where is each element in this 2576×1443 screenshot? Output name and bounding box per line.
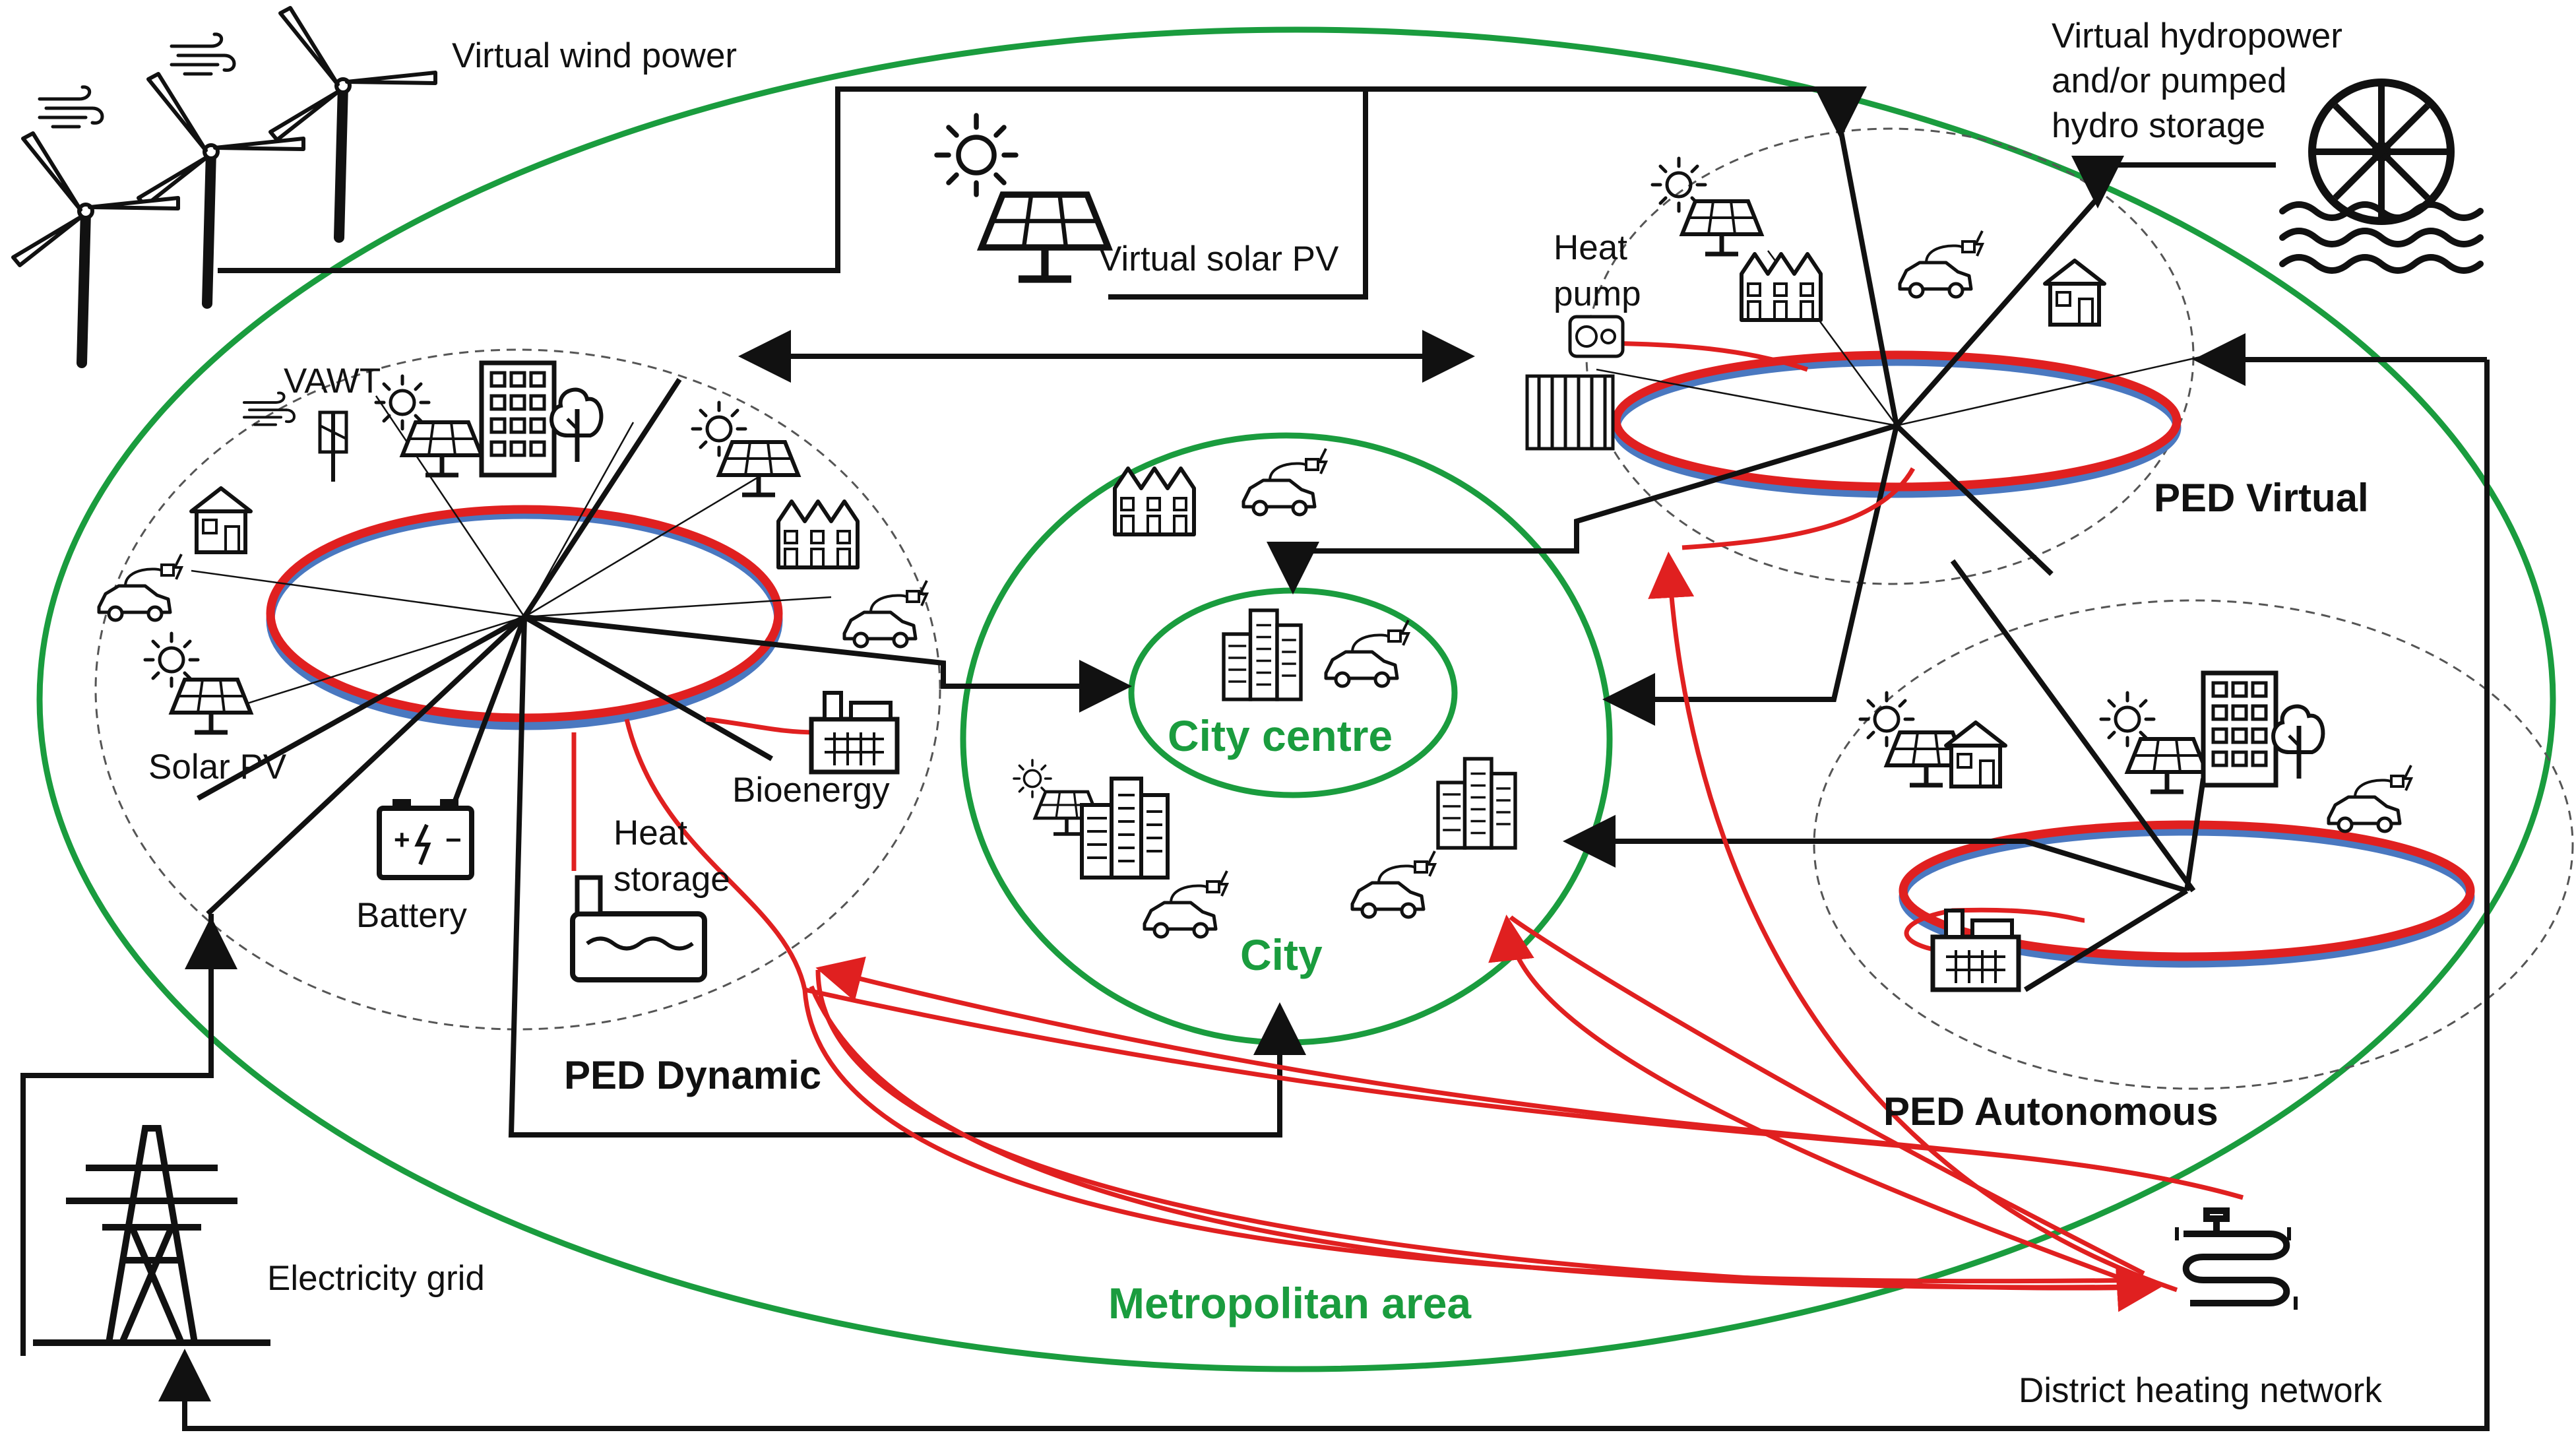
virtual-hydro-label-line3: hydro storage — [2052, 106, 2265, 145]
wind-turbine-icon — [270, 8, 435, 238]
solar-panel-icon — [982, 195, 1108, 279]
ped-dynamic-spokes — [191, 395, 832, 714]
virtual-wind-label: Virtual wind power — [452, 36, 737, 75]
virtual-hydro-label-line2: and/or pumped — [2052, 61, 2287, 100]
factory-icon — [1933, 911, 2019, 990]
radiator-icon — [1525, 374, 1615, 451]
electric-car-icon — [844, 581, 927, 647]
electric-car-icon — [1326, 620, 1408, 686]
battery-icon: + − — [377, 799, 474, 880]
hydro-wheel-icon — [2279, 79, 2484, 274]
solar-pv-label: Solar PV — [148, 748, 287, 786]
electric-car-icon — [1145, 871, 1227, 937]
electricity-grid-label: Electricity grid — [267, 1259, 485, 1298]
solar-panel-icon — [2127, 739, 2207, 792]
skyscrapers-icon — [1224, 610, 1301, 699]
solar-panel-icon — [402, 422, 482, 475]
heat-storage-label-line2: storage — [613, 860, 730, 899]
tree-icon — [2273, 707, 2323, 779]
skyscrapers-icon — [1438, 759, 1515, 848]
heat-storage-tank-icon — [570, 875, 707, 982]
electric-car-icon — [1900, 231, 1982, 297]
vawt-icon — [318, 410, 348, 482]
solar-panel-icon — [1682, 201, 1761, 254]
wind-turbine-icon — [13, 133, 178, 363]
ped-autonomous-boundary — [1813, 599, 2574, 1090]
sun-icon — [937, 115, 1016, 195]
heat-pump-label-line2: pump — [1554, 274, 1641, 313]
skyscrapers-icon — [1082, 779, 1168, 878]
city-centre-label: City centre — [1168, 711, 1393, 760]
ped-autonomous-label: PED Autonomous — [1883, 1089, 2218, 1134]
electric-car-icon — [2329, 765, 2411, 831]
terraced-houses-icon — [1742, 254, 1821, 320]
building-icon — [482, 363, 554, 475]
electric-car-icon — [1243, 449, 1326, 515]
bioenergy-label: Bioenergy — [732, 771, 890, 810]
electric-car-icon — [99, 554, 181, 620]
wind-gust-icon — [40, 87, 102, 127]
svg-text:−: − — [445, 824, 462, 855]
district-heating-pipes-icon — [2175, 1207, 2298, 1310]
building-icon — [2203, 673, 2276, 785]
house-icon — [191, 488, 251, 552]
metropolitan-area-label: Metropolitan area — [1108, 1279, 1472, 1328]
tree-icon — [551, 390, 601, 462]
battery-label: Battery — [356, 896, 467, 935]
district-heating-label: District heating network — [2019, 1371, 2382, 1410]
vawt-label: VAWT — [284, 362, 381, 401]
electricity-connections — [20, 86, 2490, 1431]
svg-text:+: + — [394, 824, 410, 855]
terraced-houses-icon — [1115, 468, 1194, 534]
heat-pump-label-line1: Heat — [1554, 228, 1627, 267]
heat-storage-label-line1: Heat — [613, 814, 687, 852]
solar-panel-icon — [719, 442, 798, 495]
city-label: City — [1240, 930, 1323, 979]
wind-gust-icon — [172, 34, 234, 74]
heat-connections — [571, 340, 2244, 1312]
transmission-tower-icon — [33, 1125, 270, 1346]
ped-virtual-label: PED Virtual — [2154, 476, 2369, 520]
electric-car-icon — [1352, 851, 1435, 917]
house-icon — [2045, 261, 2104, 325]
metropolitan-area-boundary — [36, 26, 2556, 1372]
ped-virtual-spokes — [1596, 250, 2204, 427]
solar-panel-icon — [172, 680, 251, 732]
ped-autonomous-ring — [1899, 820, 2475, 968]
virtual-hydro-label-line1: Virtual hydropower — [2052, 16, 2342, 55]
factory-icon — [811, 693, 897, 772]
house-icon — [1946, 722, 2005, 786]
ped-dynamic-boundary — [94, 348, 941, 1031]
virtual-solar-label: Virtual solar PV — [1098, 240, 1339, 278]
heat-pump-icon — [1568, 315, 1625, 358]
ped-dynamic-label: PED Dynamic — [564, 1053, 821, 1097]
terraced-houses-icon — [778, 501, 858, 567]
